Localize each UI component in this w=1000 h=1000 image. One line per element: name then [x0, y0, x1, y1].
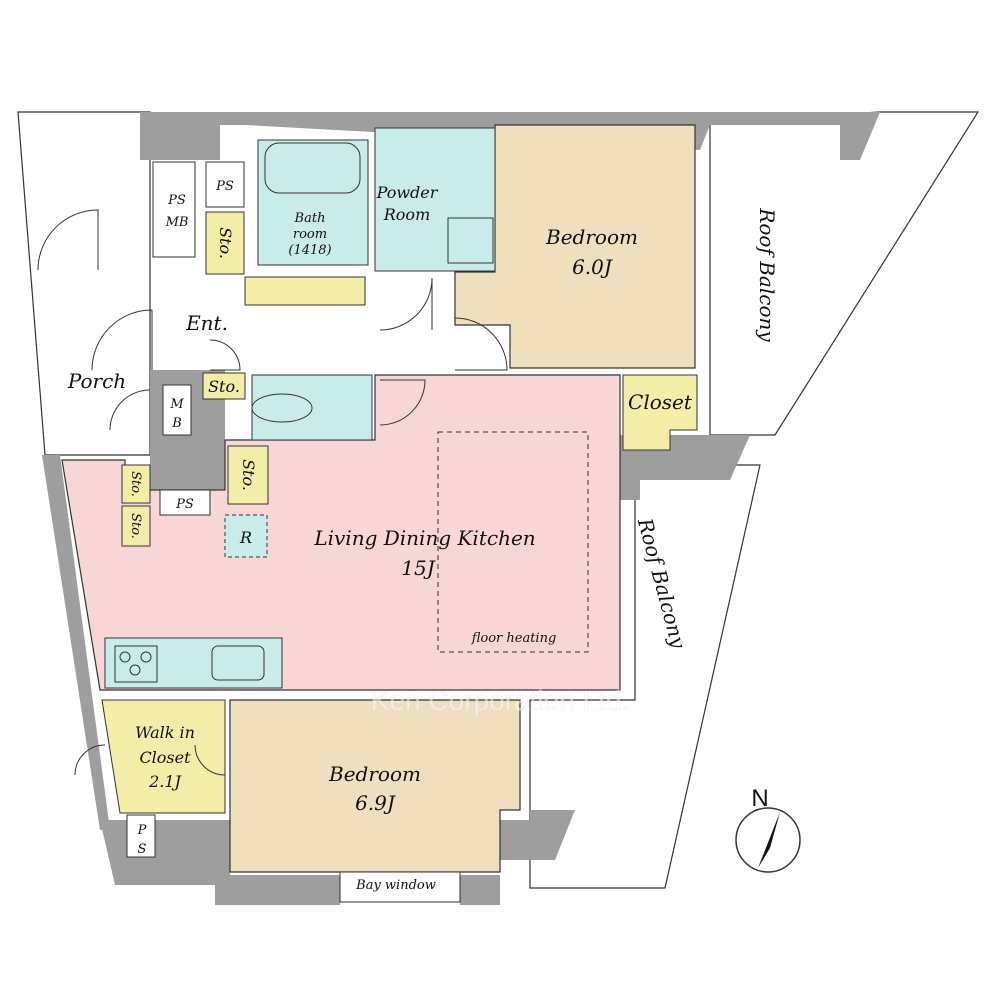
- p-label-bottom: P: [137, 823, 147, 838]
- sto-label-5: Sto.: [128, 513, 143, 539]
- sink-icon: [211, 645, 265, 681]
- mb-box: [162, 384, 192, 436]
- ps-box-3: [159, 489, 211, 516]
- bedroom-2-floor: [229, 699, 521, 873]
- storage-5: [121, 505, 151, 547]
- compass-needle-icon: [758, 812, 780, 868]
- storage-hall: [244, 276, 366, 306]
- mb-label-1: MB: [165, 215, 189, 230]
- bay-window-label: Bay window: [355, 878, 436, 893]
- refrigerator-label: R: [239, 528, 252, 547]
- compass-north-label: N: [751, 785, 768, 812]
- closet-label: Closet: [628, 390, 693, 414]
- storage-3: [227, 445, 269, 505]
- ps-box-2: [205, 161, 245, 208]
- ps-box-bottom: [126, 814, 156, 858]
- storage-2: [202, 372, 246, 400]
- porch-area: [17, 111, 151, 456]
- powder-room-floor: [374, 127, 496, 272]
- washbasin-icon: [447, 217, 494, 264]
- roof-balcony-2-area: [529, 464, 761, 889]
- sto-label-1: Sto.: [216, 227, 235, 259]
- ps-label-2: PS: [215, 179, 234, 194]
- bedroom-2-name: Bedroom: [328, 762, 421, 786]
- bay-window-area: [339, 871, 461, 903]
- door-swings: [37, 209, 508, 776]
- ldk-size: 15J: [401, 556, 435, 580]
- sto-label-2: Sto.: [208, 377, 240, 396]
- bath-line1: Bath: [294, 211, 326, 226]
- north-compass: N: [735, 785, 801, 873]
- bedroom-1-size: 6.0J: [572, 255, 613, 279]
- refrigerator-space: [224, 514, 268, 558]
- roof-balcony-1-label: Roof Balcony: [755, 207, 779, 342]
- toilet-icon: [251, 393, 313, 423]
- powder-line2: Room: [383, 205, 430, 224]
- wall-right-mid: [620, 435, 750, 500]
- b-label: B: [171, 416, 182, 431]
- bath-line3: (1418): [288, 243, 331, 258]
- sto-label-3: Sto.: [239, 459, 258, 491]
- ps-box-1: [152, 161, 196, 258]
- bedroom-1-name: Bedroom: [545, 225, 638, 249]
- wic-line1: Walk in: [135, 723, 195, 742]
- ldk-name: Living Dining Kitchen: [313, 526, 535, 550]
- bath-line2: room: [293, 227, 327, 242]
- bedroom-1-floor: [454, 124, 696, 369]
- watermark: Ken Corporation Ltd.: [371, 685, 629, 716]
- wall-bottom: [100, 810, 575, 905]
- walk-in-closet-floor: [101, 699, 226, 814]
- entrance-label: Ent.: [185, 311, 228, 335]
- bathroom-floor: [257, 139, 369, 266]
- wall-left: [42, 455, 110, 830]
- floor-heating-label: floor heating: [471, 631, 557, 646]
- closet-floor: [622, 374, 698, 451]
- porch-label: Porch: [67, 369, 126, 393]
- bathtub-icon: [264, 142, 361, 194]
- storage-4: [121, 464, 151, 504]
- storage-1: [205, 211, 245, 275]
- wic-line2: Closet: [139, 748, 191, 767]
- ps-label-1: PS: [167, 193, 186, 208]
- floor-heating-zone: [437, 431, 589, 653]
- sto-label-4: Sto.: [128, 471, 143, 497]
- roof-balcony-1-area: [709, 111, 980, 436]
- stove-icon: [114, 645, 158, 683]
- s-label-bottom: S: [138, 842, 147, 857]
- m-label: M: [169, 397, 184, 412]
- wic-line3: 2.1J: [148, 772, 182, 791]
- bedroom-2-size: 6.9J: [355, 791, 396, 815]
- ps-label-3: PS: [175, 497, 194, 512]
- powder-line1: Powder: [376, 183, 439, 202]
